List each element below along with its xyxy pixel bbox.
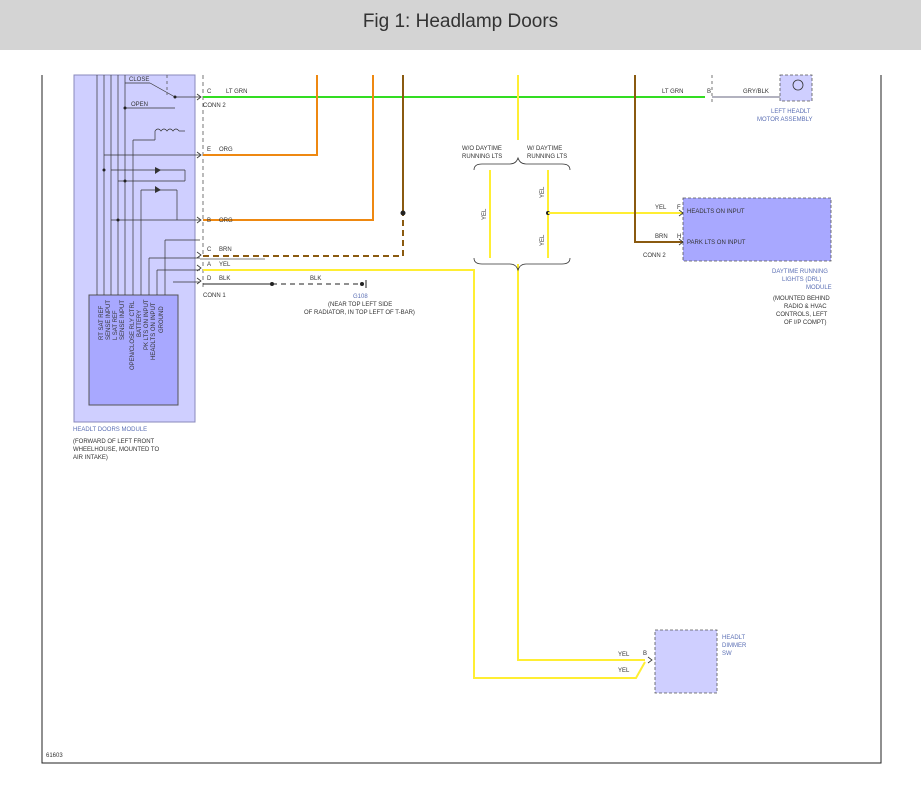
pin-label: F [677, 205, 681, 211]
drl-conn-label: CONN 2 [643, 253, 666, 259]
pin-label: C [207, 89, 212, 95]
pin-label: SENSE INPUT [106, 300, 112, 340]
wire-brn-to-drl [634, 75, 683, 243]
module-location-line: WHEELHOUSE, MOUNTED TO [73, 447, 159, 453]
drl-module [682, 197, 832, 262]
dimmer-terminal [647, 656, 653, 664]
drl-input-label: HEADLTS ON INPUT [687, 209, 745, 215]
pin-label: HEADLTS ON INPUT [151, 302, 157, 360]
wire-label: BLK [219, 276, 230, 282]
pin-label: PK LTS ON INPUT [144, 299, 150, 350]
junction-dot [173, 95, 177, 99]
drl-name: DAYTIME RUNNING [772, 269, 828, 275]
pin-label: B [207, 218, 211, 224]
wire-label: BRN [655, 234, 668, 240]
splice-brace-top [473, 156, 571, 171]
wire-label: YEL [618, 668, 630, 674]
wire-label: ORG [219, 218, 233, 224]
option-label: RUNNING LTS [527, 154, 567, 160]
wire-org-e [203, 75, 318, 156]
module-connector-block [88, 294, 179, 406]
option-label: W/ DAYTIME [527, 146, 562, 152]
diode-2 [155, 186, 161, 193]
motor-assembly [779, 74, 813, 102]
pin-label: OPEN/CLOSE RLY CTRL [130, 300, 136, 370]
pin-label: D [207, 276, 212, 282]
conn1-label: CONN 1 [203, 293, 226, 299]
drl-terminal [678, 209, 684, 217]
ground-location: (NEAR TOP LEFT SIDE [328, 302, 392, 308]
pin-label: C [207, 247, 212, 253]
ground-point [360, 282, 364, 286]
junction-dot [102, 168, 106, 172]
relay-close-label: CLOSE [129, 77, 149, 83]
conn2-label: CONN 2 [203, 103, 226, 109]
pin-label: H [677, 234, 681, 240]
drl-name: MODULE [806, 285, 832, 291]
module-name: HEADLT DOORS MODULE [73, 427, 147, 433]
connector-terminals [196, 93, 202, 285]
splice-brace-bottom [473, 257, 571, 272]
page-title: Fig 1: Headlamp Doors [362, 11, 559, 32]
wire-label: LT GRN [662, 89, 683, 95]
drl-location: CONTROLS, LEFT [776, 312, 828, 318]
wire-label: BLK [310, 276, 321, 282]
dimmer-name: DIMMER [722, 643, 747, 649]
diagram-frame [41, 75, 882, 764]
drl-terminal [678, 238, 684, 246]
pin-label: SENSE INPUT [120, 300, 126, 340]
option-label: W/O DAYTIME [462, 146, 502, 152]
pin-label: B [643, 651, 647, 657]
wire-label: ORG [219, 147, 233, 153]
drl-location: RADIO & HVAC [784, 304, 827, 310]
relay-open-label: OPEN [131, 102, 148, 108]
wire-label: LT GRN [226, 89, 247, 95]
dimmer-name: HEADLT [722, 635, 746, 641]
motor-name: LEFT HEADLT [771, 109, 811, 115]
module-pin-labels: RT SAT REF SENSE INPUT L SAT REF SENSE I… [99, 299, 165, 370]
wire-label: YEL [219, 262, 231, 268]
pin-label: GROUND [159, 306, 165, 333]
option-label: RUNNING LTS [462, 154, 502, 160]
drl-input-label: PARK LTS ON INPUT [687, 240, 746, 246]
junction-dot [123, 179, 127, 183]
drl-location: (MOUNTED BEHIND [773, 296, 830, 302]
ground-name: G108 [353, 294, 368, 300]
drl-location: OF I/P COMPT) [784, 320, 827, 326]
pin-label: E [207, 147, 211, 153]
pin-label: RT SAT REF [99, 305, 105, 340]
dimmer-name: SW [722, 651, 732, 657]
wire-yel-a [203, 269, 646, 679]
junction-dot [123, 106, 127, 110]
module-location-line: (FORWARD OF LEFT FRONT [73, 439, 155, 445]
wire-label: GRY/BLK [743, 89, 769, 95]
wire-label: YEL [618, 652, 630, 658]
title-bar: Fig 1: Headlamp Doors [0, 0, 921, 50]
wire-label: YEL [482, 208, 488, 220]
junction-dot [116, 218, 120, 222]
wire-org-b [203, 75, 374, 221]
brn-splice [400, 210, 406, 216]
module-internal-lines [96, 75, 200, 295]
motor-name: MOTOR ASSEMBLY [757, 117, 812, 123]
pin-label: L SAT REF [113, 310, 119, 340]
pin-label: BATTERY [137, 310, 143, 337]
headlamp-dimmer-switch [654, 629, 718, 694]
ground-location: OF RADIATOR, IN TOP LEFT OF T-BAR) [304, 310, 415, 316]
wire-label: BRN [219, 247, 232, 253]
figure-id: 61603 [46, 753, 63, 759]
wire-label: YEL [540, 234, 546, 246]
wire-yel-to-dimmer [517, 264, 645, 661]
wire-label: YEL [655, 205, 667, 211]
blk-splice [270, 282, 274, 286]
module-location-line: AIR INTAKE) [73, 455, 108, 461]
diode-1 [155, 167, 161, 174]
pin-label: B [707, 89, 711, 95]
motor-icon [792, 79, 804, 91]
wire-label: YEL [540, 186, 546, 198]
pin-label: A [207, 262, 211, 268]
drl-name: LIGHTS (DRL) [782, 277, 821, 283]
